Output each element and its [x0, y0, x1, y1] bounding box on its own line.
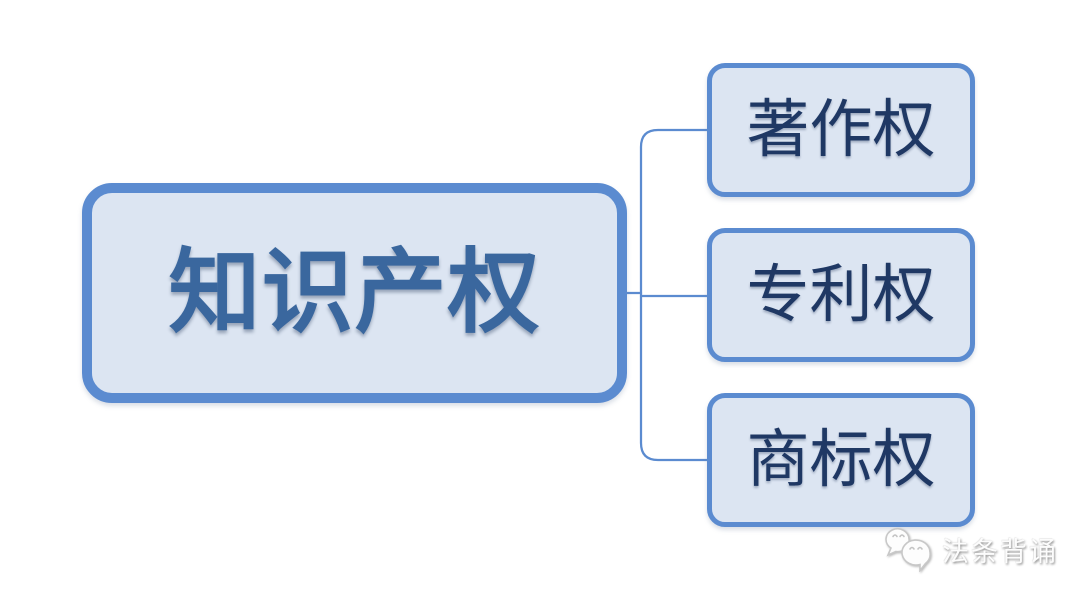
node-intellectual-property[interactable]: 知识产权 — [82, 183, 627, 403]
child-node-label: 著作权 — [746, 94, 936, 165]
node-copyright[interactable]: 著作权 — [707, 63, 975, 197]
connector-branch-bottom — [639, 291, 709, 462]
child-node-label: 专利权 — [746, 259, 936, 330]
connector-branch-top — [639, 128, 709, 295]
wechat-icon — [885, 528, 931, 572]
watermark: 法条背诵 — [884, 527, 1058, 572]
watermark-label: 法条背诵 — [942, 537, 1058, 567]
node-trademark-right[interactable]: 商标权 — [707, 393, 975, 527]
child-node-label: 商标权 — [746, 424, 936, 495]
root-node-label: 知识产权 — [168, 242, 541, 344]
node-patent-right[interactable]: 专利权 — [707, 228, 975, 362]
